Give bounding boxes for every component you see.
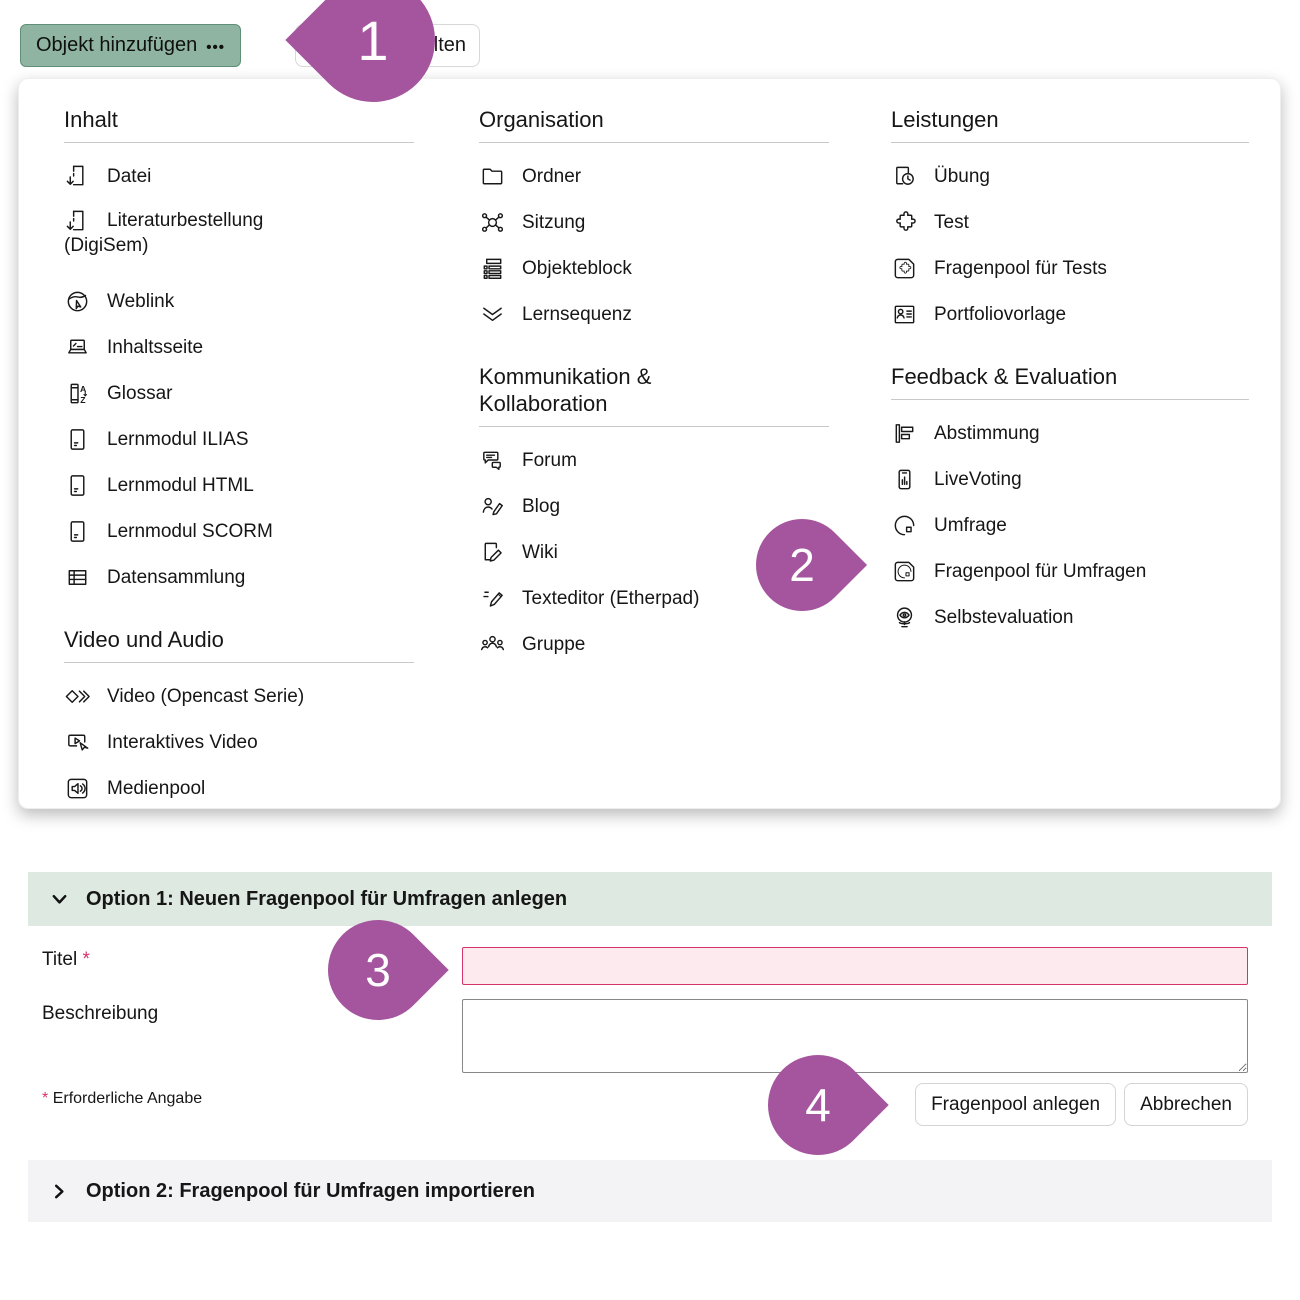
menu-section-inhalt: Inhalt Datei Literaturbestellung(DigiSem… [64, 106, 414, 600]
interactive-video-icon [64, 729, 91, 756]
globe-icon [64, 288, 91, 315]
menu-item-gruppe[interactable]: Gruppe [479, 621, 829, 667]
menu-item-inhaltsseite[interactable]: Inhaltsseite [64, 324, 414, 370]
section-title: Feedback & Evaluation [891, 363, 1249, 400]
callout-marker-3: 3 [307, 899, 449, 1041]
mediapool-icon [64, 775, 91, 802]
menu-section-leistungen: Leistungen Übung Test Fragenpool für Tes… [891, 106, 1249, 337]
portfolio-template-icon [891, 301, 918, 328]
section-title: Video und Audio [64, 626, 414, 663]
puzzle-icon [891, 209, 918, 236]
wiki-icon [479, 539, 506, 566]
menu-item-ordner[interactable]: Ordner [479, 153, 829, 199]
menu-item-texteditor[interactable]: Texteditor (Etherpad) [479, 575, 829, 621]
opencast-video-icon [64, 683, 91, 710]
menu-item-lernsequenz[interactable]: Lernsequenz [479, 291, 829, 337]
question-pool-test-icon [891, 255, 918, 282]
group-icon [479, 631, 506, 658]
file-download-icon [64, 208, 91, 235]
section-title: Inhalt [64, 106, 414, 143]
forum-icon [479, 447, 506, 474]
learning-module-icon [64, 518, 91, 545]
menu-item-test[interactable]: Test [891, 199, 1249, 245]
option1-title: Option 1: Neuen Fragenpool für Umfragen … [86, 887, 568, 910]
learning-module-icon [64, 472, 91, 499]
menu-item-wiki[interactable]: Wiki [479, 529, 829, 575]
chevron-down-icon [50, 890, 69, 909]
menu-item-datei[interactable]: Datei [64, 153, 414, 199]
option2-accordion-header[interactable]: Option 2: Fragenpool für Umfragen import… [28, 1160, 1272, 1222]
menu-item-umfrage[interactable]: Umfrage [891, 502, 1249, 548]
section-title: Organisation [479, 106, 829, 143]
option2-title: Option 2: Fragenpool für Umfragen import… [86, 1179, 535, 1202]
exercise-clock-icon [891, 163, 918, 190]
beschreibung-label: Beschreibung [42, 1003, 159, 1024]
required-note: * Erforderliche Angabe [42, 1090, 203, 1107]
file-download-icon [64, 163, 91, 190]
session-icon [479, 209, 506, 236]
create-questionpool-button[interactable]: Fragenpool anlegen [915, 1083, 1117, 1126]
menu-item-fragenpool-tests[interactable]: Fragenpool für Tests [891, 245, 1249, 291]
glossary-icon [64, 380, 91, 407]
learning-module-icon [64, 426, 91, 453]
chevron-right-icon [50, 1182, 69, 1201]
livevoting-icon [891, 466, 918, 493]
menu-column-organisation: Organisation Ordner Sitzung Objekteblock… [479, 106, 829, 667]
menu-item-lernmodul-scorm[interactable]: Lernmodul SCORM [64, 508, 414, 554]
texteditor-icon [479, 585, 506, 612]
menu-section-organisation: Organisation Ordner Sitzung Objekteblock… [479, 106, 829, 337]
data-table-icon [64, 564, 91, 591]
menu-item-video-opencast[interactable]: Video (Opencast Serie) [64, 673, 414, 719]
option1-accordion-header[interactable]: Option 1: Neuen Fragenpool für Umfragen … [28, 872, 1272, 926]
cancel-button[interactable]: Abbrechen [1124, 1083, 1248, 1126]
menu-item-weblink[interactable]: Weblink [64, 278, 414, 324]
menu-item-medienpool[interactable]: Medienpool [64, 765, 414, 811]
menu-column-leistungen: Leistungen Übung Test Fragenpool für Tes… [891, 106, 1249, 640]
menu-item-lernmodul-ilias[interactable]: Lernmodul ILIAS [64, 416, 414, 462]
form-actions: Fragenpool anlegen Abbrechen [462, 1083, 1248, 1126]
menu-item-sitzung[interactable]: Sitzung [479, 199, 829, 245]
callout-marker-2: 2 [736, 499, 868, 631]
titel-label: Titel * [42, 949, 90, 970]
menu-item-glossar[interactable]: Glossar [64, 370, 414, 416]
beschreibung-textarea[interactable] [462, 999, 1248, 1073]
callout-marker-4: 4 [747, 1034, 889, 1176]
menu-item-uebung[interactable]: Übung [891, 153, 1249, 199]
menu-item-livevoting[interactable]: LiveVoting [891, 456, 1249, 502]
object-block-icon [479, 255, 506, 282]
menu-item-selbstevaluation[interactable]: Selbstevaluation [891, 594, 1249, 640]
required-asterisk: * [82, 949, 90, 970]
menu-item-fragenpool-umfragen[interactable]: Fragenpool für Umfragen [891, 548, 1249, 594]
learning-sequence-icon [479, 301, 506, 328]
add-object-button[interactable]: Objekt hinzufügen ••• [20, 24, 241, 67]
menu-column-inhalt: Inhalt Datei Literaturbestellung(DigiSem… [64, 106, 414, 811]
required-asterisk: * [42, 1090, 49, 1107]
bar-chart-icon [891, 420, 918, 447]
menu-item-literaturbestellung[interactable]: Literaturbestellung(DigiSem) [64, 208, 264, 256]
menu-section-kommunikation: Kommunikation & Kollaboration Forum Blog… [479, 363, 829, 667]
titel-input[interactable] [462, 947, 1248, 985]
question-pool-survey-icon [891, 558, 918, 585]
menu-item-datensammlung[interactable]: Datensammlung [64, 554, 414, 600]
menu-item-objekteblock[interactable]: Objekteblock [479, 245, 829, 291]
menu-item-lernmodul-html[interactable]: Lernmodul HTML [64, 462, 414, 508]
menu-item-interaktives-video[interactable]: Interaktives Video [64, 719, 414, 765]
ellipsis-icon: ••• [206, 38, 225, 56]
section-title: Leistungen [891, 106, 1249, 143]
content-page-icon [64, 334, 91, 361]
menu-item-blog[interactable]: Blog [479, 483, 829, 529]
menu-item-abstimmung[interactable]: Abstimmung [891, 410, 1249, 456]
section-title: Kommunikation & Kollaboration [479, 363, 829, 427]
menu-item-forum[interactable]: Forum [479, 437, 829, 483]
add-object-dropdown: Inhalt Datei Literaturbestellung(DigiSem… [18, 78, 1281, 809]
menu-item-portfoliovorlage[interactable]: Portfoliovorlage [891, 291, 1249, 337]
menu-section-feedback: Feedback & Evaluation Abstimmung LiveVot… [891, 363, 1249, 640]
menu-section-video-audio: Video und Audio Video (Opencast Serie) I… [64, 626, 414, 811]
folder-icon [479, 163, 506, 190]
add-object-label: Objekt hinzufügen [36, 34, 198, 56]
pie-chart-icon [891, 512, 918, 539]
self-evaluation-icon [891, 604, 918, 631]
blog-icon [479, 493, 506, 520]
